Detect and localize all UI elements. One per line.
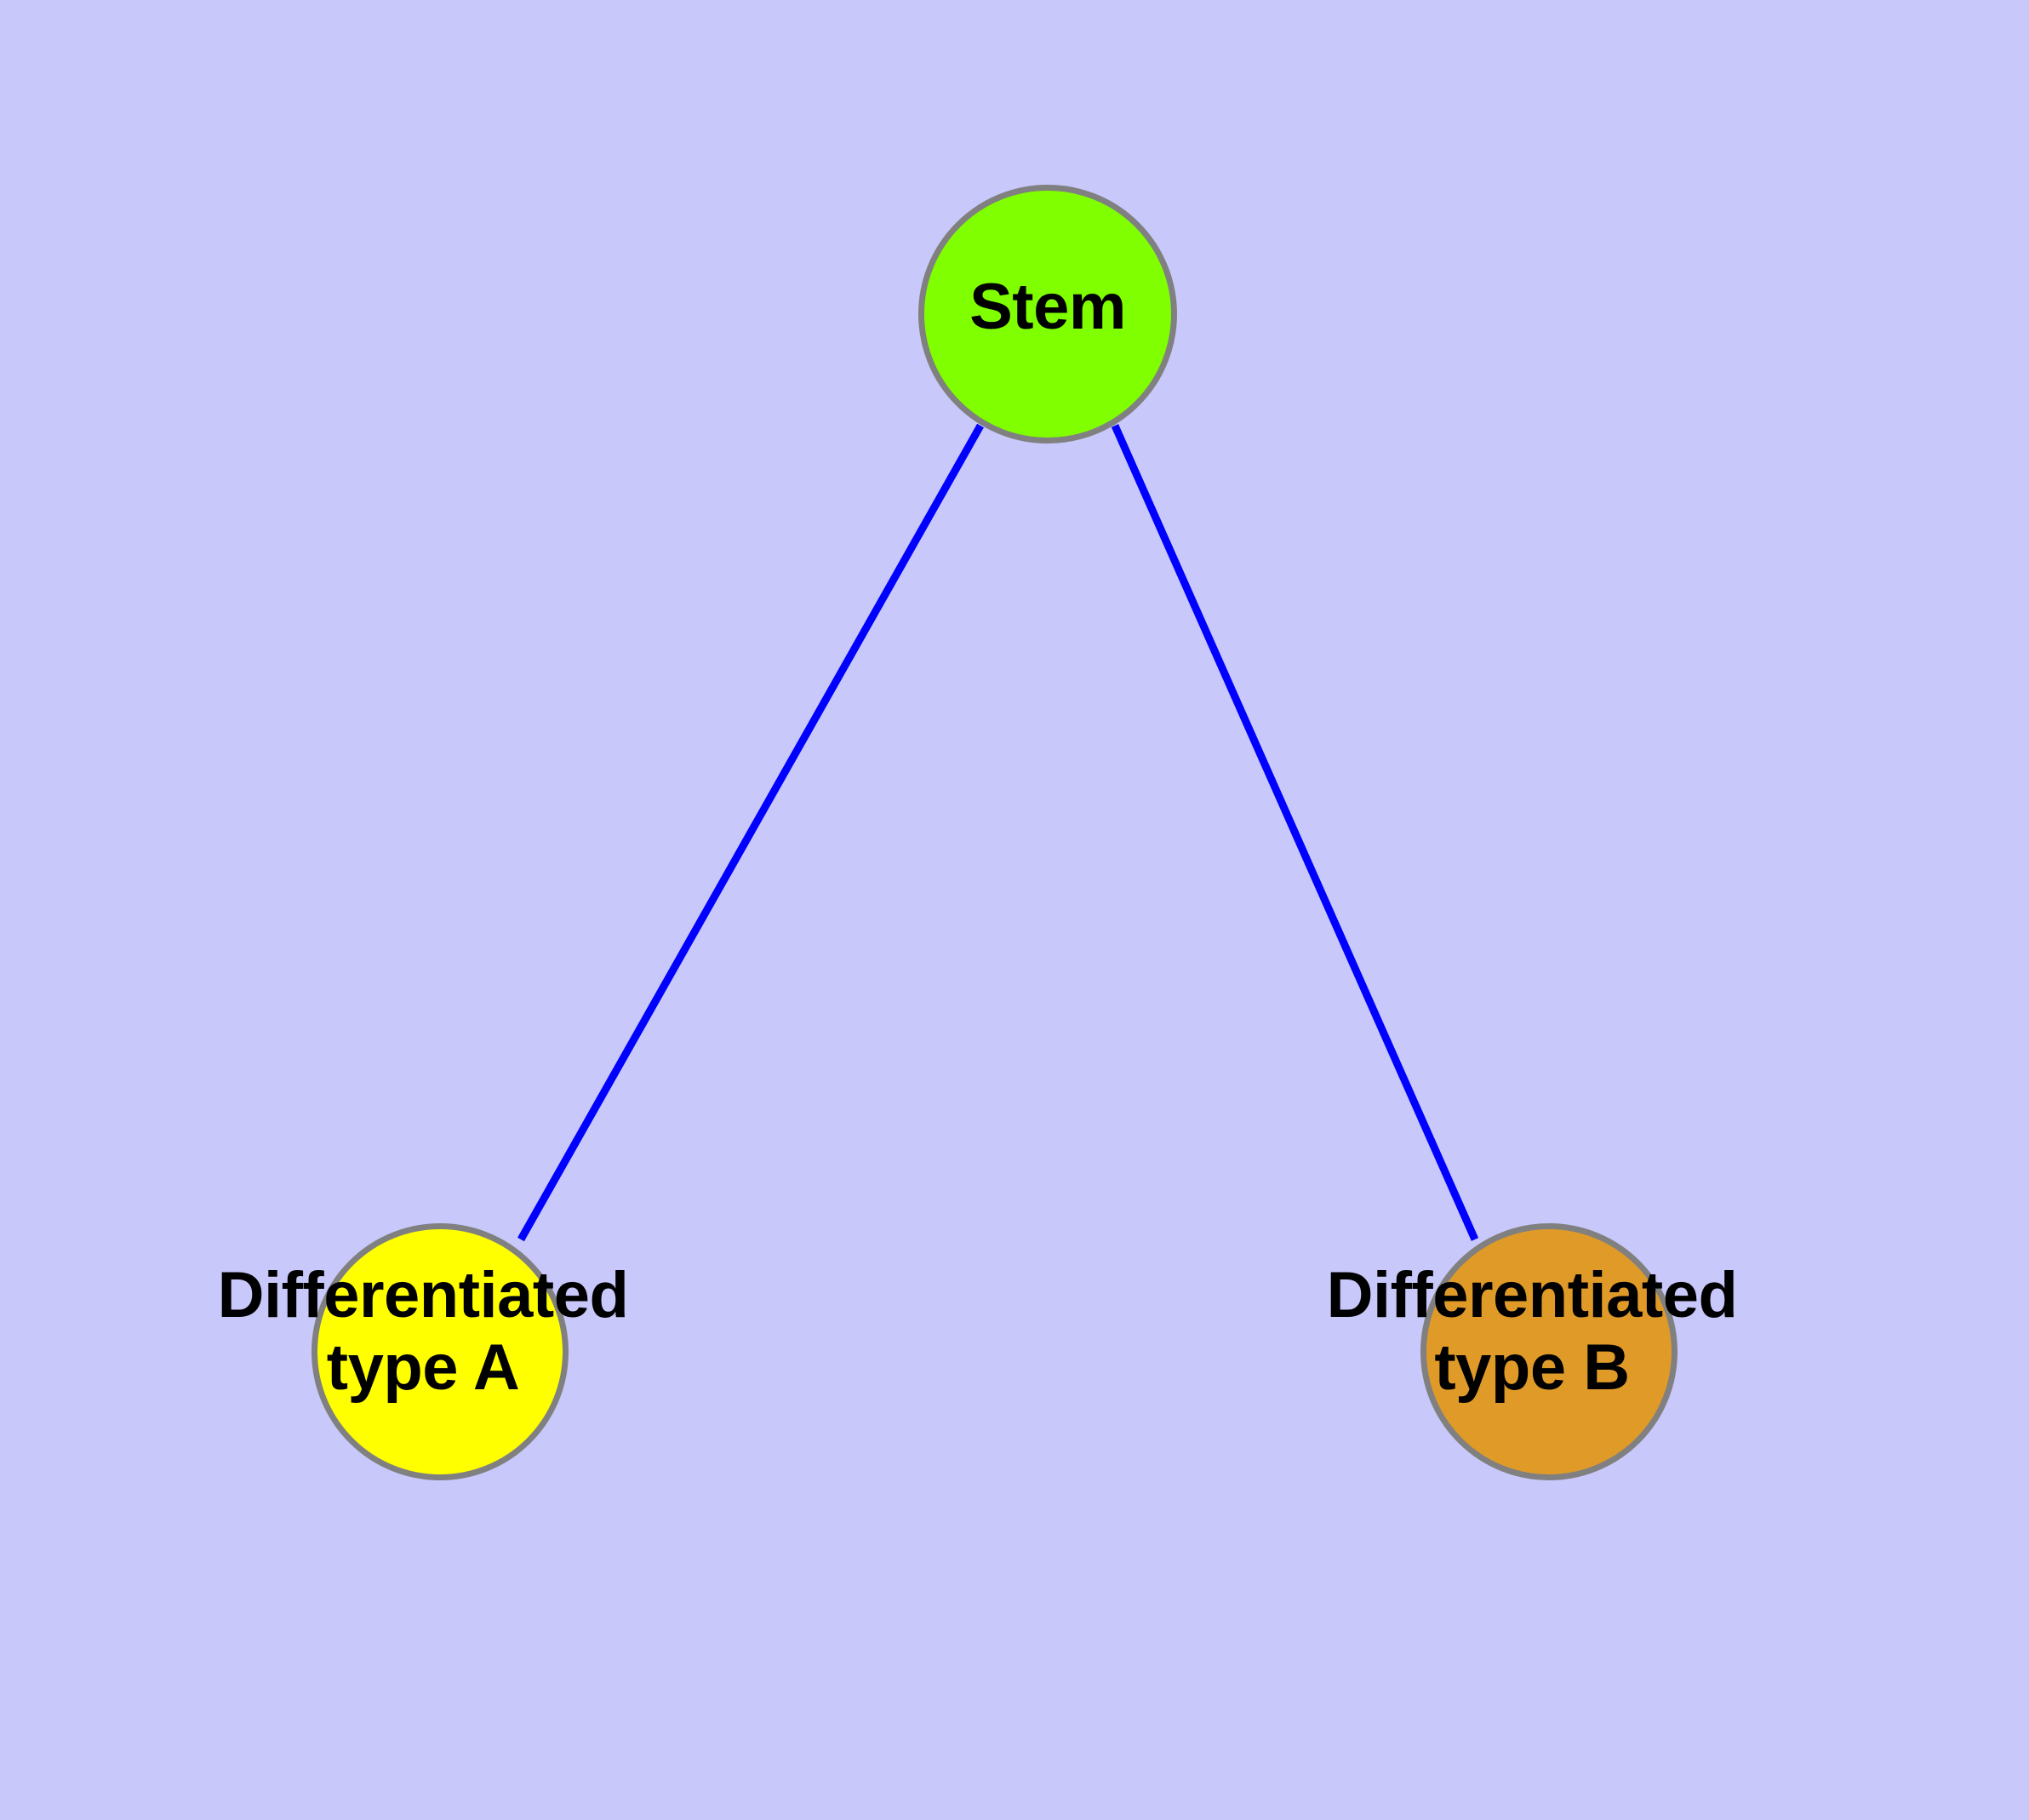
node-differentiated-type-a[interactable] [311, 1223, 569, 1480]
edge-stem-to-differentiated-type-a[interactable] [517, 423, 984, 1242]
edge-stem-to-differentiated-type-b[interactable] [1111, 424, 1479, 1241]
node-stem[interactable] [918, 185, 1177, 444]
node-differentiated-type-b[interactable] [1420, 1223, 1677, 1480]
